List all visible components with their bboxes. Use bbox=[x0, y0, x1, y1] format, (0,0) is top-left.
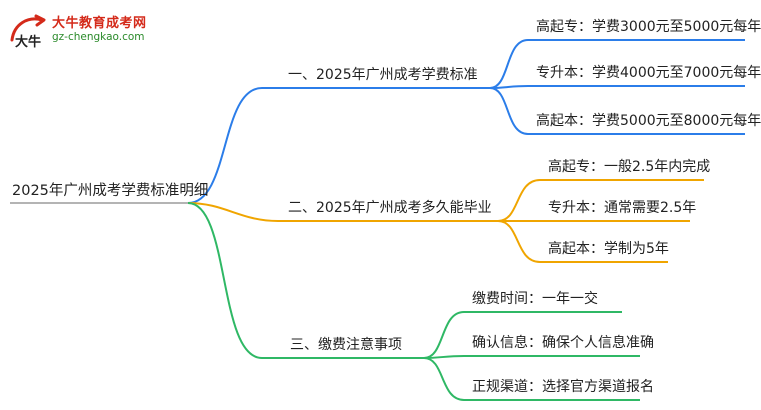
root-node: 2025年广州成考学费标准明细 bbox=[12, 183, 209, 199]
branch-3-leaf-3: 正规渠道：选择官方渠道报名 bbox=[472, 379, 654, 395]
branch-1-leaf-3: 高起本：学费5000元至8000元每年 bbox=[536, 113, 761, 129]
connector-root-branch-3 bbox=[187, 202, 263, 359]
connector-b3-c1 bbox=[423, 311, 465, 359]
branch-1-label: 一、2025年广州成考学费标准 bbox=[288, 67, 478, 83]
connector-root-branch-1 bbox=[187, 87, 263, 204]
connector-b1-c3 bbox=[489, 87, 529, 135]
connector-b1-c1 bbox=[489, 39, 529, 89]
site-logo[interactable]: 大牛 大牛教育成考网 gz-chengkao.com bbox=[6, 10, 166, 52]
logo-url: gz-chengkao.com bbox=[52, 31, 145, 43]
branch-3-leaf-1: 缴费时间：一年一交 bbox=[472, 291, 598, 307]
branch-2-leaf-1: 高起专：一般2.5年内完成 bbox=[548, 159, 711, 175]
branch-3-label: 三、缴费注意事项 bbox=[290, 337, 402, 353]
branch-1-leaf-1: 高起专：学费3000元至5000元每年 bbox=[536, 19, 761, 35]
branch-2-leaf-2: 专升本：通常需要2.5年 bbox=[548, 200, 697, 216]
connector-b3-c3 bbox=[423, 357, 465, 401]
branch-1-leaf-2: 专升本：学费4000元至7000元每年 bbox=[536, 65, 761, 81]
branch-2-label: 二、2025年广州成考多久能毕业 bbox=[288, 200, 492, 216]
logo-mark-icon: 大牛 bbox=[10, 14, 46, 50]
branch-2-leaf-3: 高起本：学制为5年 bbox=[548, 241, 669, 257]
connector-b2-c3 bbox=[497, 220, 541, 263]
connector-root-branch-2 bbox=[187, 202, 279, 222]
logo-mark-text: 大牛 bbox=[15, 34, 41, 50]
logo-title: 大牛教育成考网 bbox=[52, 16, 147, 31]
branch-3-leaf-2: 确认信息：确保个人信息准确 bbox=[472, 335, 654, 351]
connector-b2-c1 bbox=[497, 179, 541, 222]
